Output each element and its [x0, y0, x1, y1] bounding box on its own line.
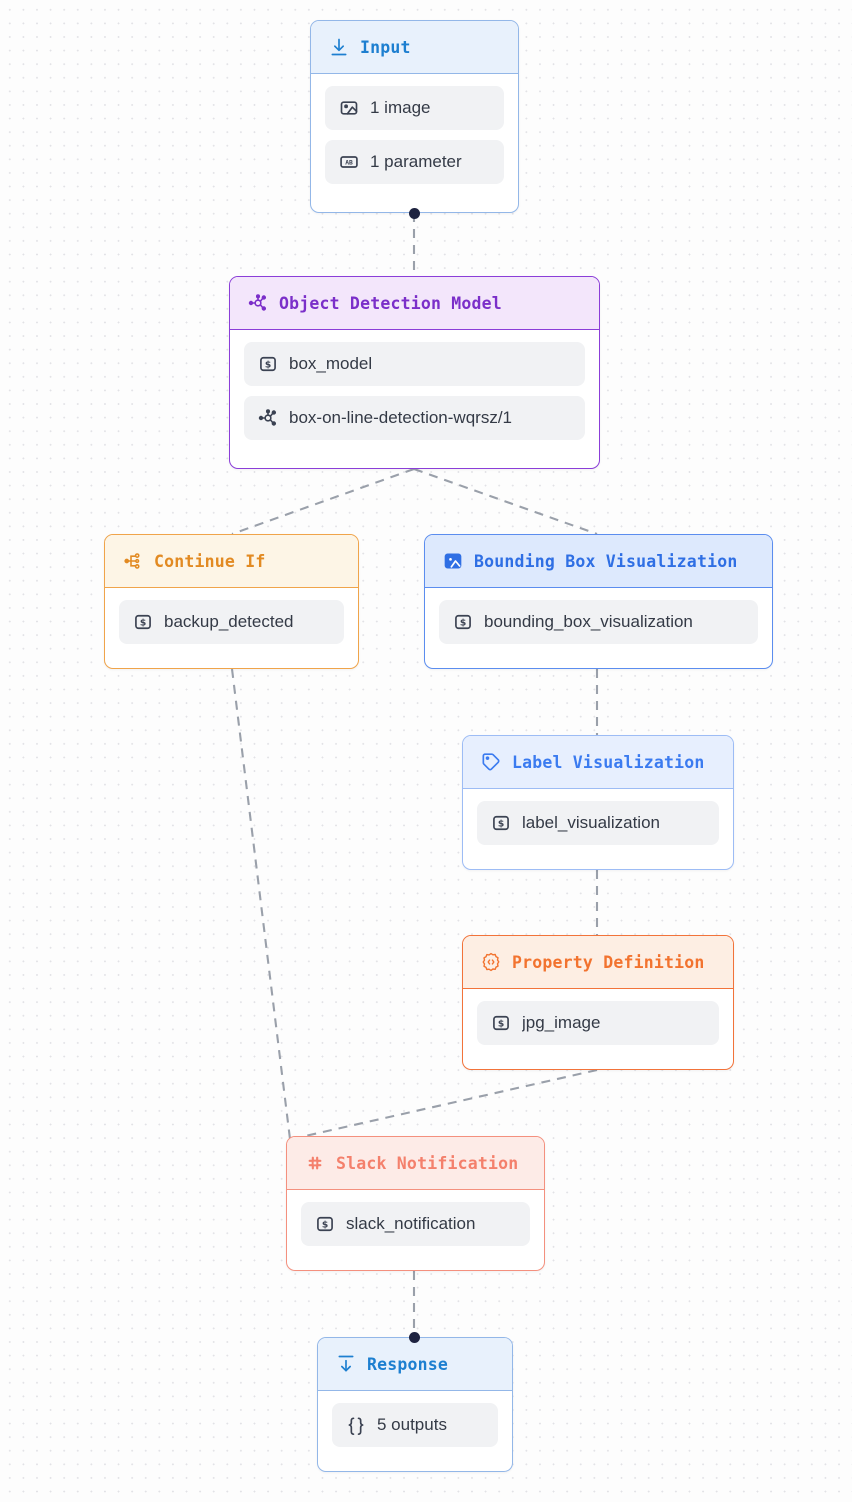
node-header-property-definition[interactable]: Property Definition — [463, 936, 733, 989]
dollar-box-icon: $ — [315, 1214, 335, 1234]
node-row[interactable]: AB 1 parameter — [325, 140, 504, 184]
edge-model-to-bbox — [413, 468, 598, 535]
node-slack-notification[interactable]: Slack Notification $ slack_notification — [286, 1136, 545, 1271]
dollar-box-icon: $ — [258, 354, 278, 374]
dollar-box-icon: $ — [491, 813, 511, 833]
edge-model-to-continue-if — [231, 468, 415, 535]
node-continue-if[interactable]: Continue If $ backup_detected — [104, 534, 359, 669]
svg-text:$: $ — [498, 1019, 504, 1030]
node-row-label: slack_notification — [346, 1214, 476, 1233]
node-row[interactable]: $ slack_notification — [301, 1202, 530, 1246]
node-header-slack-notification[interactable]: Slack Notification — [287, 1137, 544, 1190]
node-header-continue-if[interactable]: Continue If — [105, 535, 358, 588]
branch-icon — [123, 551, 143, 571]
node-row-label: bounding_box_visualization — [484, 612, 693, 631]
tag-icon — [481, 752, 501, 772]
dollar-box-icon: $ — [133, 612, 153, 632]
node-body-bounding-box-visualization: $ bounding_box_visualization — [425, 588, 772, 658]
node-row-label: backup_detected — [164, 612, 294, 631]
svg-text:$: $ — [498, 819, 504, 830]
port-input-bottom[interactable] — [408, 207, 420, 219]
node-title: Bounding Box Visualization — [474, 551, 738, 571]
node-body-response: 5 outputs — [318, 1391, 512, 1461]
node-row-label: label_visualization — [522, 813, 660, 832]
node-bounding-box-visualization[interactable]: Bounding Box Visualization $ bounding_box_… — [424, 534, 773, 669]
node-row-label: 1 image — [370, 98, 431, 117]
dollar-box-icon: $ — [491, 1013, 511, 1033]
edge-continue-if-to-slack — [230, 668, 292, 1140]
node-title: Slack Notification — [336, 1153, 519, 1173]
node-body-property-definition: $ jpg_image — [463, 989, 733, 1059]
model-graph-icon — [258, 408, 278, 428]
node-body-continue-if: $ backup_detected — [105, 588, 358, 658]
node-label-visualization[interactable]: Label Visualization $ label_visualization — [462, 735, 734, 870]
node-row[interactable]: $ bounding_box_visualization — [439, 600, 758, 644]
node-row-label: box_model — [289, 354, 373, 373]
node-header-bounding-box-visualization[interactable]: Bounding Box Visualization — [425, 535, 772, 588]
node-header-label-visualization[interactable]: Label Visualization — [463, 736, 733, 789]
image-frame-icon — [443, 551, 463, 571]
node-row-label: box-on-line-detection-wqrsz/1 — [289, 408, 512, 427]
svg-text:$: $ — [265, 360, 271, 371]
gear-code-icon — [481, 952, 501, 972]
node-title: Label Visualization — [512, 752, 705, 772]
export-arrow-icon — [336, 1354, 356, 1374]
node-body-label-visualization: $ label_visualization — [463, 789, 733, 859]
node-row[interactable]: $ box_model — [244, 342, 585, 386]
node-title: Response — [367, 1354, 449, 1374]
node-row[interactable]: $ backup_detected — [119, 600, 344, 644]
node-response[interactable]: Response 5 outputs — [317, 1337, 513, 1472]
node-row-label: 5 outputs — [377, 1415, 447, 1434]
node-row[interactable]: box-on-line-detection-wqrsz/1 — [244, 396, 585, 440]
node-row[interactable]: 5 outputs — [332, 1403, 498, 1447]
node-title: Object Detection Model — [279, 293, 502, 313]
node-row[interactable]: $ label_visualization — [477, 801, 719, 845]
ab-text-icon: AB — [339, 152, 359, 172]
slack-hash-icon — [305, 1153, 325, 1173]
node-row[interactable]: $ jpg_image — [477, 1001, 719, 1045]
node-title: Input — [360, 37, 411, 57]
import-arrow-icon — [329, 37, 349, 57]
svg-text:$: $ — [322, 1220, 328, 1231]
node-row-label: jpg_image — [522, 1013, 601, 1032]
node-row[interactable]: 1 image — [325, 86, 504, 130]
node-title: Property Definition — [512, 952, 705, 972]
svg-text:$: $ — [140, 618, 146, 629]
edge-property-to-slack — [291, 1068, 598, 1141]
node-header-object-detection-model[interactable]: Object Detection Model — [230, 277, 599, 330]
svg-text:$: $ — [460, 618, 466, 629]
node-object-detection-model[interactable]: Object Detection Model $ box_model box-on-l… — [229, 276, 600, 469]
model-graph-icon — [248, 293, 268, 313]
node-body-object-detection-model: $ box_model box-on-line-detection-wqrsz/1 — [230, 330, 599, 454]
dollar-box-icon: $ — [453, 612, 473, 632]
braces-icon — [346, 1415, 366, 1435]
port-response-top[interactable] — [408, 1331, 420, 1343]
node-body-slack-notification: $ slack_notification — [287, 1190, 544, 1260]
svg-text:AB: AB — [345, 160, 353, 167]
node-header-input[interactable]: Input — [311, 21, 518, 74]
node-title: Continue If — [154, 551, 266, 571]
image-icon — [339, 98, 359, 118]
node-header-response[interactable]: Response — [318, 1338, 512, 1391]
node-property-definition[interactable]: Property Definition $ jpg_image — [462, 935, 734, 1070]
node-row-label: 1 parameter — [370, 152, 462, 171]
